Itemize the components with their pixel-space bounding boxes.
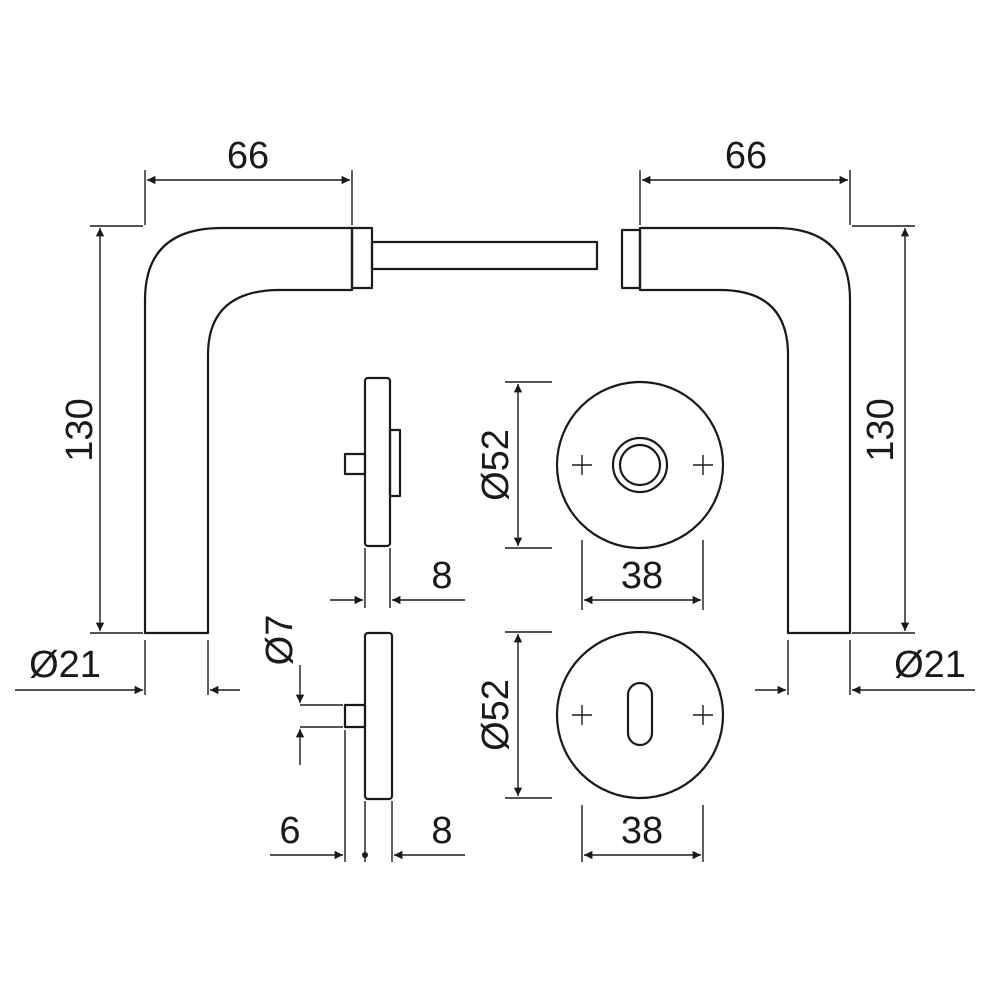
rose-screw-left-icon [572,455,592,475]
escutcheon-screw-left-icon [572,705,592,725]
dim-rose-spacing: 38 [581,540,704,610]
dim-key-pin-diameter: Ø7 [259,615,343,765]
dim-rose-spacing-label: 38 [621,555,663,597]
dim-left-diameter: Ø21 [15,640,240,695]
dim-escutcheon-bottom: 6 8 [270,730,465,862]
rose-front-view [555,380,725,550]
dim-escutcheon-spacing-label: 38 [621,810,663,852]
keyhole-slot-icon [626,681,654,747]
dim-right-reach-label: 66 [725,135,767,177]
rose-screw-right-icon [693,455,713,475]
dim-rose-diameter-label: Ø52 [475,429,517,501]
dim-rose-thickness: 8 [330,548,465,608]
spindle [370,240,599,271]
dim-key-pin-length-label: 6 [279,810,300,852]
dim-left-height-label: 130 [59,398,101,461]
left-lever-collar [350,226,374,290]
left-lever-handle [143,226,599,635]
rose-side-view [343,376,402,548]
dim-right-reach: 66 [639,135,851,225]
escutcheon-screw-right-icon [693,705,713,725]
dim-key-pin-diameter-label: Ø7 [259,615,301,666]
dim-left-height: 130 [59,225,143,634]
dim-escutcheon-spacing: 38 [581,805,704,862]
escutcheon-front-view [555,630,725,800]
escutcheon-side-view [343,631,394,801]
right-lever-handle [620,226,852,635]
dim-right-height-label: 130 [860,398,902,461]
dim-escutcheon-diameter: Ø52 [475,631,552,799]
dim-escutcheon-thickness-label: 8 [431,810,452,852]
dim-left-reach-label: 66 [227,135,269,177]
dim-right-height: 130 [852,225,915,634]
dim-right-diameter: Ø21 [755,640,975,695]
right-lever-collar [620,228,642,290]
rose-spindle-ring-inner [618,443,662,487]
dim-rose-thickness-label: 8 [431,555,452,597]
dim-left-diameter-label: Ø21 [29,644,101,686]
dim-left-reach: 66 [144,135,353,225]
dim-right-diameter-label: Ø21 [894,644,966,686]
dim-escutcheon-diameter-label: Ø52 [475,679,517,751]
dim-rose-diameter: Ø52 [475,381,552,549]
rose-spindle-ring-outer [611,436,669,494]
